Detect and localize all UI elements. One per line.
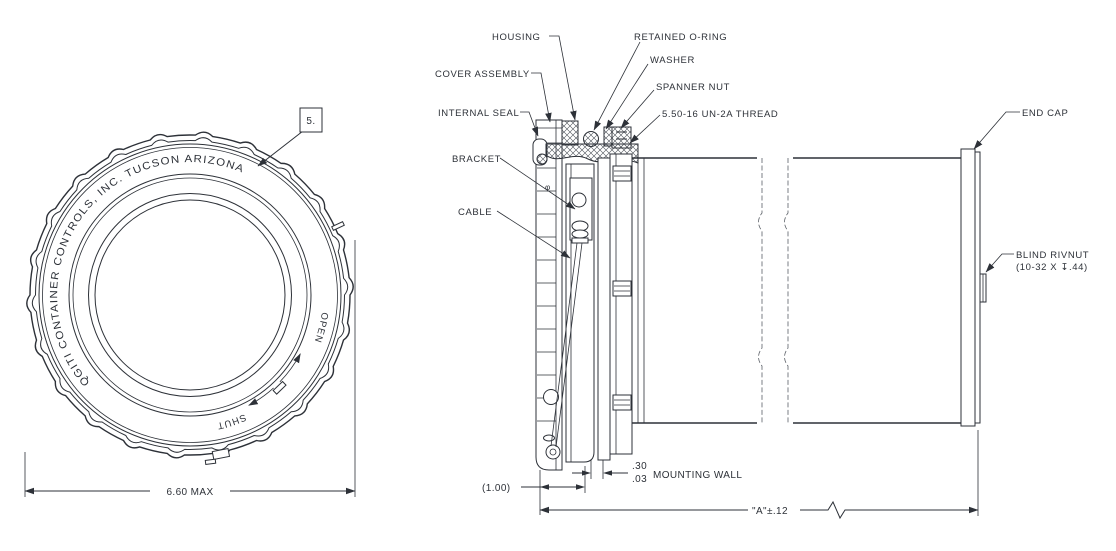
end-cap-leader [973, 111, 1020, 150]
bottom-pin [204, 458, 217, 465]
length-dim-break [800, 500, 979, 520]
cable-guide [543, 434, 555, 442]
blind-rivnut-label-1: BLIND RIVNUT [1016, 250, 1089, 261]
bottom-tab [211, 447, 231, 461]
item-callout: 5. [257, 107, 323, 167]
length-dimension: "A"±.12 [539, 500, 979, 520]
scalloped-outer-rim [26, 131, 354, 459]
housing-label: HOUSING [492, 32, 541, 43]
cover-assembly-label: COVER ASSEMBLY [435, 69, 530, 80]
cable-leader [496, 210, 571, 259]
cover-assembly-part: φ [535, 119, 563, 471]
cable-label: CABLE [458, 207, 492, 218]
rim-circle-2 [42, 147, 338, 443]
spanner-nut-part [611, 126, 632, 149]
end-cap-part [960, 148, 981, 427]
diameter-dimension: 6.60 MAX [24, 240, 356, 498]
washer-part [603, 126, 613, 147]
bracket-leader [499, 157, 576, 210]
cable-loop-inner [549, 448, 557, 456]
internal-seal-leader [520, 111, 539, 137]
break-line-left [758, 158, 763, 423]
flange-part [609, 153, 633, 455]
bore-circle-outer [88, 193, 292, 397]
wall-min-text: .03 [632, 474, 647, 485]
break-line-right [784, 158, 789, 423]
retained-oring-part [583, 131, 599, 147]
callout-leader [257, 130, 304, 167]
housing-leader [549, 35, 577, 121]
labels: COVER ASSEMBLY HOUSING INTERNAL SEAL RET… [435, 32, 1089, 273]
mounting-wall-label: MOUNTING WALL [653, 470, 742, 481]
cover-hatch-rungs [537, 167, 556, 422]
section-view: φ [435, 32, 1089, 520]
callout-number: 5. [306, 116, 315, 127]
scalloped-inner-rim [31, 137, 349, 453]
washer-label: WASHER [650, 55, 695, 66]
offset-dimension: (1.00) [482, 483, 585, 494]
retained-oring-leader [593, 41, 641, 131]
dimensions: (1.00) .30 .03 MOUNTING WALL "A"±.12 [482, 430, 979, 520]
length-dim-text: "A"±.12 [752, 506, 788, 517]
open-direction-arrow [279, 353, 301, 383]
shut-direction-arrow [248, 387, 274, 406]
container-body [632, 157, 961, 424]
wall-max-text: .30 [632, 461, 647, 472]
cable-anchor-bottom [571, 229, 589, 239]
washer-leader [605, 63, 649, 130]
mounting-wall-part [597, 157, 611, 461]
bore-circle-inner [94, 199, 286, 391]
callout-box [299, 107, 323, 133]
internal-seal-label: INTERNAL SEAL [438, 108, 519, 119]
blind-rivnut-leader [985, 253, 1014, 273]
bracket-part [569, 177, 593, 244]
diameter-dim-text: 6.60 MAX [166, 487, 213, 498]
wall-thickness-dimension: .30 .03 MOUNTING WALL [572, 461, 742, 485]
cover-hole [543, 389, 559, 405]
cable-loop-outer [545, 444, 561, 460]
blind-rivnut-label-2: (10-32 X ↧.44) [1016, 262, 1088, 273]
bracket-label: BRACKET [452, 154, 501, 165]
end-cap-label: END CAP [1022, 108, 1068, 119]
spanner-nut-leader [620, 89, 655, 129]
blind-rivnut-part [979, 273, 987, 303]
offset-dim-text: (1.00) [482, 483, 511, 494]
spanner-nut-label: SPANNER NUT [656, 82, 730, 93]
internal-seal-part [532, 138, 548, 166]
rim-circle-1 [38, 143, 342, 447]
cover-assembly-leader [531, 72, 552, 123]
retained-oring-label: RETAINED O-RING [634, 32, 727, 43]
band-circle-2 [72, 177, 308, 413]
thread-label: 5.50-16 UN-2A THREAD [662, 109, 778, 120]
retainer-clips [612, 165, 632, 411]
rim-pointer-tab [331, 220, 345, 232]
phi-mark: φ [545, 183, 550, 192]
indicator-flag [272, 380, 287, 395]
thread-leader [629, 114, 661, 144]
cable-lines [550, 242, 583, 448]
band-circle-1 [68, 173, 312, 417]
